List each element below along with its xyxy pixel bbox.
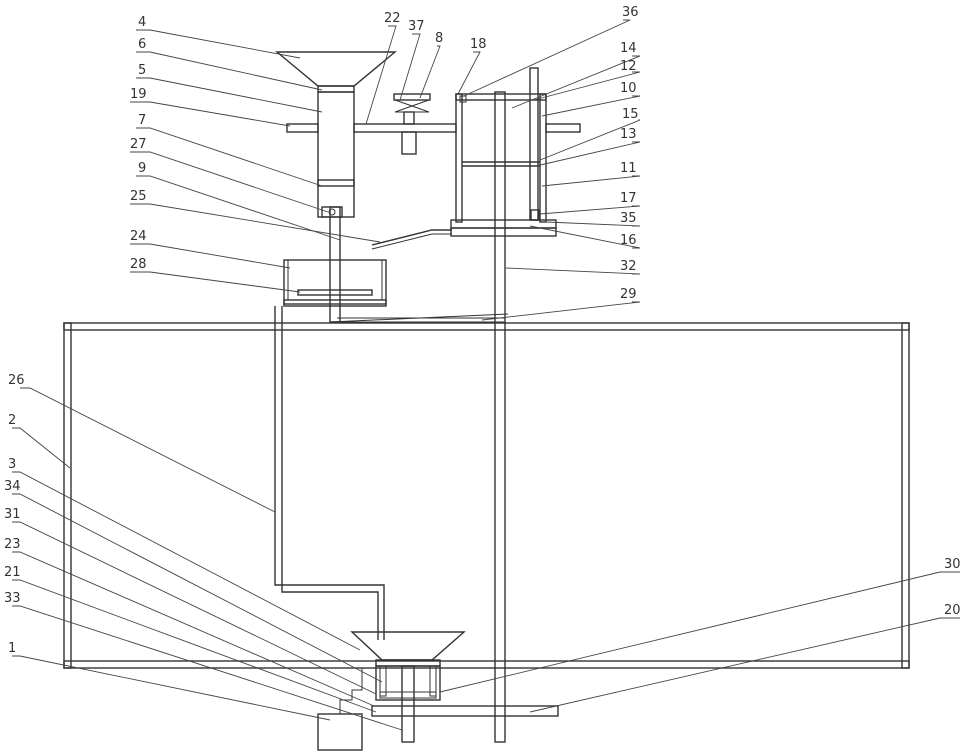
label-3: 3 [8, 457, 16, 472]
right-cylinder [451, 68, 556, 236]
label-16: 16 [620, 233, 637, 248]
deflector [372, 230, 452, 249]
label-22: 22 [384, 11, 401, 26]
label-4: 4 [138, 15, 146, 30]
upper-hopper [277, 52, 395, 217]
label-15: 15 [622, 107, 639, 122]
pipe-29 [330, 314, 508, 322]
label-18: 18 [470, 37, 487, 52]
label-25: 25 [130, 189, 147, 204]
label-19: 19 [130, 87, 147, 102]
label-35: 35 [620, 211, 637, 226]
label-17: 17 [620, 191, 637, 206]
label-26: 26 [8, 373, 25, 388]
label-33: 33 [4, 591, 21, 606]
label-27: 27 [130, 137, 147, 152]
label-23: 23 [4, 537, 21, 552]
label-32: 32 [620, 259, 637, 274]
motor [318, 668, 362, 750]
label-37: 37 [408, 19, 425, 34]
label-7: 7 [138, 113, 146, 128]
main-tank [64, 323, 909, 668]
label-13: 13 [620, 127, 637, 142]
label-6: 6 [138, 37, 146, 52]
label-11: 11 [620, 161, 637, 176]
label-5: 5 [138, 63, 146, 78]
label-1: 1 [8, 641, 16, 656]
leader-lines [12, 20, 960, 730]
label-34: 34 [4, 479, 21, 494]
label-29: 29 [620, 287, 637, 302]
inner-shaft [330, 207, 340, 322]
label-21: 21 [4, 565, 21, 580]
label-28: 28 [130, 257, 147, 272]
label-14: 14 [620, 41, 637, 56]
label-31: 31 [4, 507, 21, 522]
label-9: 9 [138, 161, 146, 176]
label-12: 12 [620, 59, 637, 74]
label-30: 30 [944, 557, 961, 572]
cup [284, 260, 386, 306]
vertical-shaft [495, 92, 505, 742]
pipe [275, 306, 384, 640]
label-20: 20 [944, 603, 961, 618]
support-plate [287, 124, 580, 132]
bottom-transmission [372, 706, 558, 716]
label-24: 24 [130, 229, 147, 244]
label-10: 10 [620, 81, 637, 96]
label-2: 2 [8, 413, 16, 428]
lower-hopper [352, 632, 464, 742]
label-36: 36 [622, 5, 639, 20]
label-8: 8 [435, 31, 443, 46]
